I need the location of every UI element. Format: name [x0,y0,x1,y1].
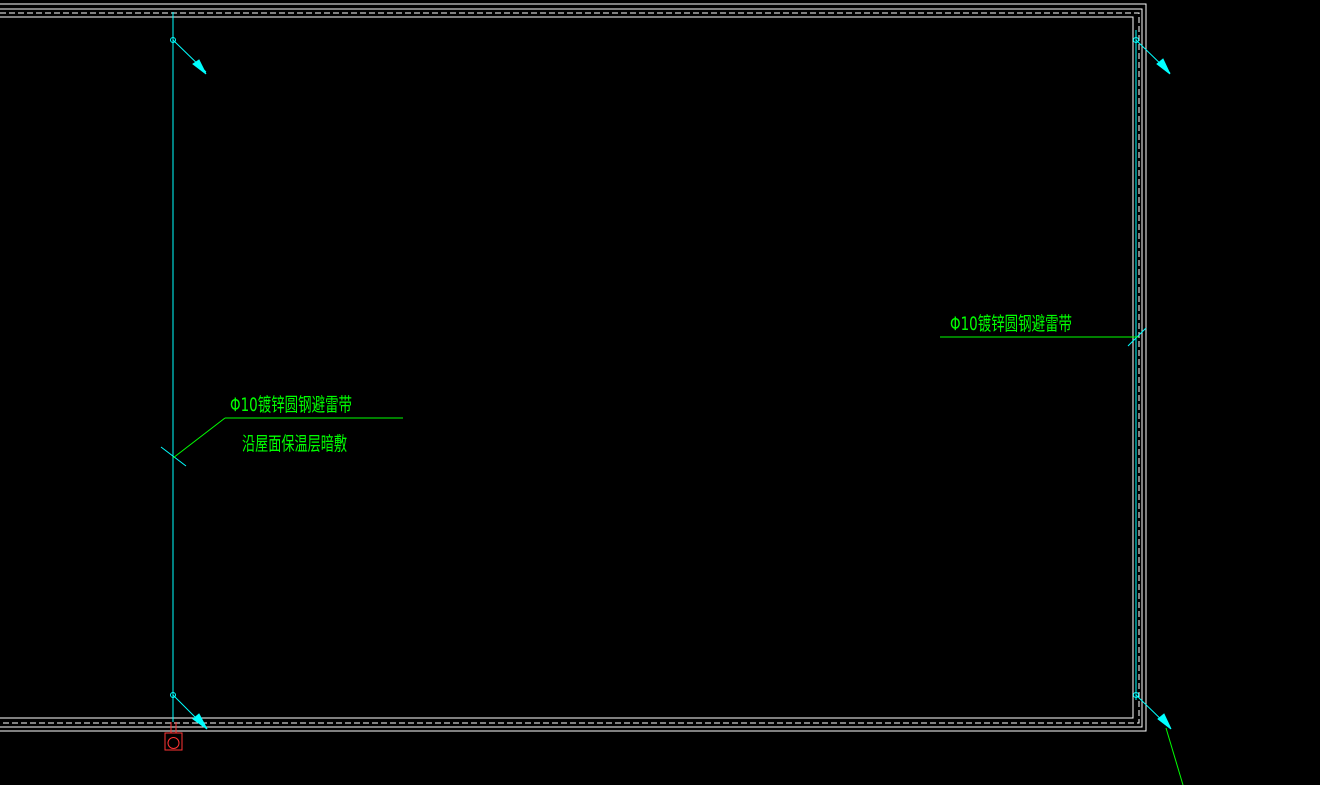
left-label-line1: Φ10镀锌圆钢避雷带 [230,394,352,416]
down-lead-circle [167,737,180,749]
parapet-mid-line [0,8,1143,728]
roof-parapet-outline [0,3,1147,732]
parapet-inner-line [0,16,1134,719]
right-label-line1: Φ10镀锌圆钢避雷带 [950,313,1072,335]
down-lead-box [164,732,183,751]
conductor-node-top-right [1133,37,1139,43]
left-label-line2: 沿屋面保温层暗敷 [242,433,347,455]
left-leader-diagonal [172,417,226,459]
bottom-right-green-leader [1165,727,1184,785]
down-lead-marker [164,722,183,751]
parapet-outer-line [0,3,1147,732]
conductor-tick-left [160,446,187,467]
support-arrow-head-top-left [192,59,207,75]
conductor-node-bottom-right [1133,692,1139,698]
support-arrow-head-top-right [1156,58,1171,75]
conductor-node-bottom-left [170,692,176,698]
conductor-node-top-left [170,37,176,43]
annotations [172,336,1184,785]
support-arrow-head-bottom-left [192,713,208,730]
support-arrow-head-bottom-right [1157,713,1172,730]
parapet-dashed-line [0,12,1140,724]
lightning-conductor [160,12,1172,730]
